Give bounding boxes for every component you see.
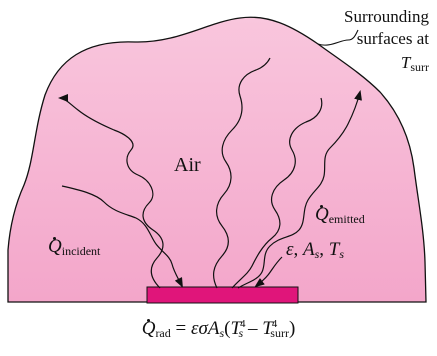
surroundings-temp-sub: surr [410, 60, 429, 74]
surface-properties-label: ε, As, Ts [286, 239, 344, 262]
eq-open-paren: ( [224, 318, 231, 339]
q-emitted-label: Qemitted [315, 204, 365, 227]
emitted-ray-right [237, 90, 362, 289]
emitted-ray-left [58, 94, 164, 289]
eq-lhs: Q [141, 318, 156, 339]
surroundings-line2: surfaces at [356, 29, 429, 48]
surroundings-temp: Tsurr [344, 52, 429, 78]
surface-temp-sub: s [339, 247, 345, 261]
eq-minus: – [243, 318, 263, 339]
eq-area: A [207, 318, 220, 339]
q-emitted-sub: emitted [328, 212, 365, 226]
eq-tsurr: T [262, 318, 273, 339]
q-emitted-symbol: Q [315, 204, 329, 225]
surroundings-pointer-line [317, 29, 359, 46]
emissivity-symbol: ε [286, 239, 294, 260]
air-label: Air [174, 154, 201, 176]
radiation-equation: Qrad = εσAs(T4s – T4surr) [0, 318, 437, 341]
air-enclosure [7, 16, 427, 303]
area-sub: s [314, 247, 320, 261]
eq-lhs-sub: rad [155, 326, 171, 340]
surface-pointer-arrow [254, 256, 283, 288]
emitted-ray-middle [212, 57, 271, 289]
surroundings-line1: Surrounding [344, 7, 429, 26]
area-symbol: A [303, 239, 315, 260]
eq-area-sub: s [219, 326, 225, 340]
q-incident-symbol: Q [48, 236, 62, 257]
eq-ts: T [230, 318, 242, 339]
incident-ray [61, 185, 183, 288]
separator: , [293, 239, 303, 260]
eq-ts-sup: 4 [240, 318, 246, 330]
q-incident-sub: incident [61, 244, 101, 258]
eq-tsurr-sub: surr [270, 326, 289, 340]
eq-equals: = [170, 318, 191, 339]
eq-close-paren: ) [288, 318, 296, 339]
emitted-ray-right-inner [231, 97, 323, 289]
q-incident-label: Qincident [48, 236, 100, 259]
surface-temp-symbol: T [328, 239, 340, 260]
surroundings-label: Surrounding surfaces at Tsurr [344, 6, 429, 78]
separator: , [319, 239, 329, 260]
emitting-surface [146, 286, 299, 304]
surroundings-temp-symbol: T [400, 53, 411, 72]
eq-ts-sub: s [238, 326, 244, 340]
eq-eps-sigma: εσ [190, 318, 208, 339]
eq-tsurr-sup: 4 [271, 318, 278, 330]
